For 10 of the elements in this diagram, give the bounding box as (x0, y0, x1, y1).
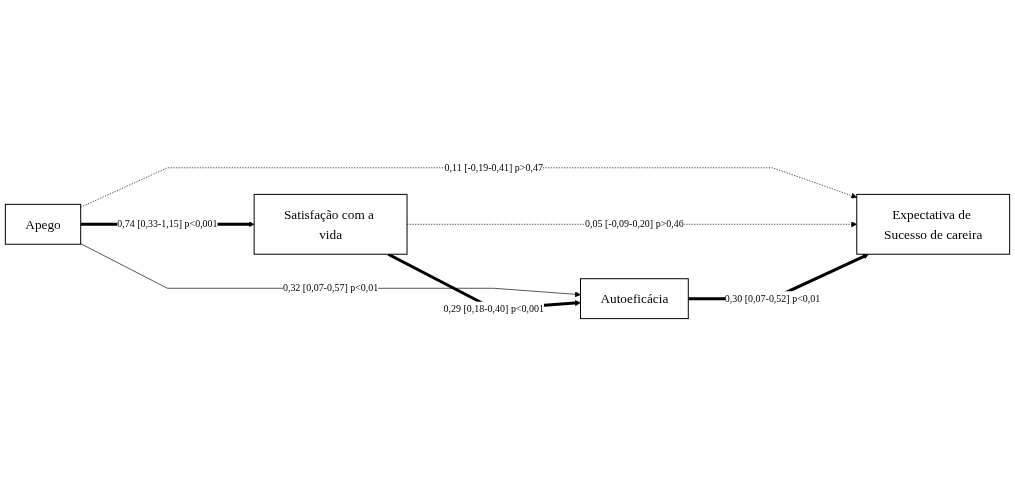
node-box: Apego (4, 203, 82, 245)
edge-label: 0,05 [-0,09-0,20] p>0,46 (585, 218, 684, 229)
edge-label: 0,30 [0,07-0,52] p<0,01 (724, 292, 821, 304)
edge-label: 0,29 [0,18-0,40] p<0,001 (443, 303, 544, 314)
node-box: Autoeficácia (580, 277, 689, 319)
edge-label: 0,11 [-0,19-0,41] p>0,47 (444, 161, 543, 173)
node-box: Satisfação com a vida (253, 193, 408, 255)
edge-label: 0,32 [0,07-0,57] p<0,01 (282, 282, 379, 293)
node-box: Expectativa de Sucesso de careira (856, 193, 1011, 255)
edge-label: 0,74 [0,33-1,15] p<0,001 (117, 218, 218, 229)
